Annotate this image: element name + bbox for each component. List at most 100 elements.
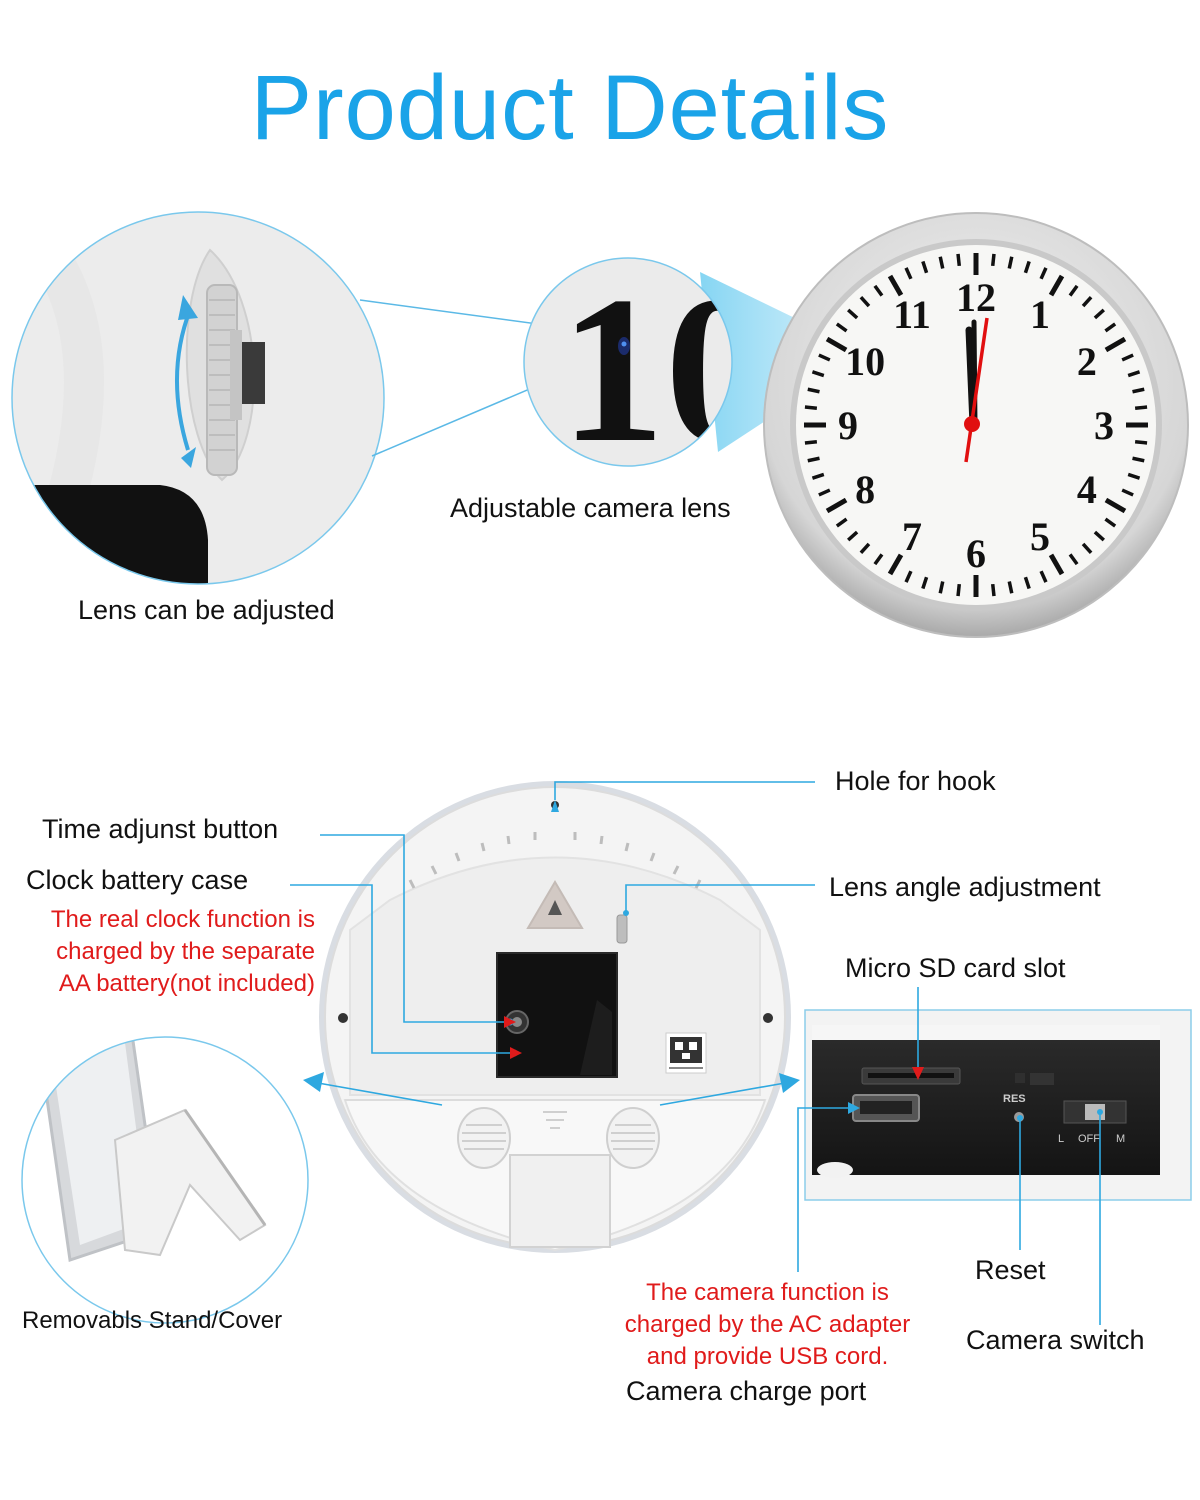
camera-note-line-1: The camera function is: [646, 1279, 889, 1306]
clock-numeral: 1: [1030, 292, 1050, 337]
page-title: Product Details: [250, 57, 890, 159]
clock-tick: [811, 370, 825, 378]
clock-tick: [859, 296, 871, 308]
clock-numeral: 9: [838, 403, 858, 448]
clock-tick: [887, 553, 904, 576]
clock-tick: [804, 439, 818, 445]
second-hand: [964, 317, 989, 463]
label-lens-angle: Lens angle adjustment: [829, 872, 1101, 902]
clock-tick: [1104, 336, 1127, 353]
clock-tick: [825, 336, 848, 353]
label-lens-adjusted: Lens can be adjusted: [78, 595, 335, 625]
clock-tick: [1081, 542, 1093, 554]
clock-tick: [835, 322, 848, 333]
clock-tick: [1132, 456, 1145, 463]
label-stand: Removabls Stand/Cover: [22, 1307, 283, 1334]
callout-lines: [290, 781, 1101, 1325]
panel-l-mark: L: [1058, 1133, 1064, 1145]
clock-tick: [1132, 387, 1145, 394]
clock-tick: [1039, 570, 1048, 583]
clock-back: [319, 781, 791, 1253]
zoom-digits: 10: [560, 254, 770, 486]
label-reset: Reset: [975, 1255, 1046, 1285]
lens-closeup-circle: [11, 211, 385, 585]
clock-tick: [1093, 530, 1105, 542]
clock-tick: [1104, 497, 1127, 514]
battery-note-line-2: charged by the separate: [56, 938, 315, 965]
camera-note-line-3: and provide USB cord.: [646, 1343, 889, 1370]
panel-m-mark: M: [1116, 1133, 1125, 1145]
clock-tick: [938, 581, 945, 594]
clock-tick: [818, 353, 831, 362]
clock-numeral: 5: [1030, 514, 1050, 559]
clock-tick: [859, 542, 871, 554]
clock-tick: [1127, 370, 1141, 378]
clock-tick: [1081, 296, 1093, 308]
camera-note-line-2: charged by the AC adapter: [624, 1311, 911, 1338]
clock-tick: [1127, 472, 1141, 480]
label-hole-hook: Hole for hook: [835, 766, 996, 796]
clock-tick: [818, 488, 831, 497]
clock-tick: [807, 456, 820, 463]
clock-tick: [1134, 405, 1148, 411]
clock-tick: [938, 256, 945, 269]
label-adjustable-lens: Adjustable camera lens: [450, 493, 731, 523]
label-camera-switch: Camera switch: [966, 1325, 1145, 1355]
battery-note-line-1: The real clock function is: [50, 906, 315, 933]
clock-tick: [1039, 267, 1048, 280]
clock-tick: [956, 583, 962, 597]
battery-note-line-3: AA battery(not included): [58, 970, 315, 997]
clock-tick: [804, 405, 818, 411]
panel-res-mark: RES: [1003, 1093, 1026, 1105]
clock-tick: [873, 284, 884, 297]
clock-numeral: 8: [855, 467, 875, 512]
clock-tick: [1104, 322, 1117, 333]
clock-tick: [1121, 353, 1134, 362]
label-battery-case: Clock battery case: [26, 865, 249, 895]
lens-beam: [700, 272, 840, 452]
clock-tick: [811, 472, 825, 480]
battery-note: The real clock function is charged by th…: [10, 904, 315, 1000]
clock-tick: [956, 253, 962, 267]
clock-tick: [1007, 256, 1014, 269]
clock-tick: [1023, 576, 1031, 590]
clock-numeral: 4: [1077, 467, 1097, 512]
battery-cover: [509, 1154, 611, 1248]
clock-tick: [904, 267, 913, 280]
clock-tick: [873, 553, 884, 566]
clock-numeral: 6: [966, 531, 986, 576]
clock-numeral: 11: [893, 292, 931, 337]
label-sd-slot: Micro SD card slot: [845, 953, 1066, 983]
clock-numeral: 7: [902, 514, 922, 559]
clock-tick: [1007, 581, 1014, 594]
clock-tick: [847, 530, 859, 542]
clock-tick: [1093, 308, 1105, 320]
clock-tick: [990, 583, 996, 597]
clock-numeral: 10: [845, 339, 885, 384]
clock-tick: [904, 570, 913, 583]
clock-numeral: 12: [956, 275, 996, 320]
stand-circle: [21, 1036, 309, 1324]
clock-tick: [887, 274, 904, 297]
clock-tick: [835, 517, 848, 528]
clock-tick: [807, 387, 820, 394]
clock-tick: [1048, 274, 1065, 297]
clock-tick: [1048, 553, 1065, 576]
clock-tick: [1068, 284, 1079, 297]
clock-tick: [847, 308, 859, 320]
clock-numeral: 2: [1077, 339, 1097, 384]
clock-numeral: 3: [1094, 403, 1114, 448]
panel-off-mark: OFF: [1078, 1133, 1100, 1145]
label-charge-port: Camera charge port: [626, 1376, 867, 1406]
label-time-button: Time adjunst button: [42, 814, 279, 844]
clock-tick: [1068, 553, 1079, 566]
clock-tick: [1121, 488, 1134, 497]
camera-note: The camera function is charged by the AC…: [590, 1277, 945, 1373]
ports-panel: RES L OFF M: [804, 1009, 1192, 1201]
numeral-zoom-circle: 10: [523, 254, 770, 486]
clock-tick: [825, 497, 848, 514]
clock-tick: [921, 260, 929, 274]
clock-tick: [1104, 517, 1117, 528]
